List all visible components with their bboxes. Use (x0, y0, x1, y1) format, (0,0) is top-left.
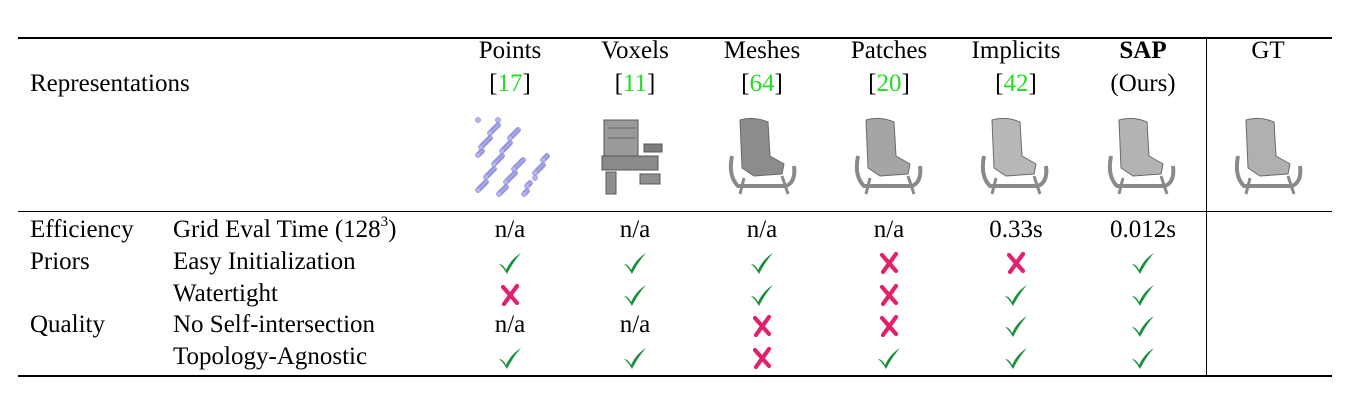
method-name-meshes: Meshes (723, 37, 801, 64)
criterion-label: Easy Initialization (173, 248, 356, 276)
check-icon (622, 282, 648, 308)
check-icon (749, 282, 775, 308)
chair-render-patches (850, 116, 930, 203)
cell-value: 0.012s (1110, 216, 1176, 243)
citation-close-bracket: ] (647, 70, 656, 97)
gt-header: GT (1251, 37, 1285, 64)
group-label: Efficiency (30, 216, 134, 243)
check-icon (622, 250, 648, 276)
check-icon (622, 345, 648, 371)
chair-render-sap (1103, 116, 1183, 203)
citation-open-bracket: [ (489, 70, 498, 97)
citation-ref[interactable]: 11 (622, 70, 648, 97)
check-icon (1130, 250, 1156, 276)
cell-value: n/a (619, 311, 651, 338)
citation-ref[interactable]: 17 (497, 70, 523, 97)
citation-open-bracket: [ (995, 70, 1004, 97)
cross-icon (1003, 250, 1029, 276)
cell-value: n/a (619, 216, 651, 243)
cross-icon (749, 345, 775, 371)
method-citation: [42] (995, 70, 1037, 98)
citation-close-bracket: ] (522, 70, 531, 97)
chair-render-meshes (724, 116, 804, 203)
check-icon (1130, 282, 1156, 308)
chair-render-implicits (976, 116, 1056, 203)
citation-open-bracket: [ (741, 70, 750, 97)
cross-icon (876, 250, 902, 276)
cell-value: 0.33s (989, 216, 1043, 243)
citation-close-bracket: ] (1028, 70, 1037, 97)
chair-render-voxels (596, 116, 676, 203)
mid-rule (18, 211, 1332, 213)
criterion-label: Grid Eval Time (1283) (173, 213, 397, 244)
cell-value: n/a (494, 311, 526, 338)
chair-render-points (472, 116, 552, 203)
check-icon (1003, 282, 1029, 308)
top-rule (18, 37, 1332, 39)
citation-ref[interactable]: 42 (1003, 70, 1029, 97)
method-name-sap: SAP (1119, 37, 1167, 64)
cross-icon (876, 282, 902, 308)
group-label: Quality (30, 311, 105, 338)
citation-open-bracket: [ (868, 70, 877, 97)
criterion-text: Topology-Agnostic (173, 343, 368, 370)
criterion-text: No Self-intersection (173, 311, 376, 338)
cell-value: n/a (746, 216, 778, 243)
gt-separator (1206, 38, 1208, 376)
check-icon (1130, 345, 1156, 371)
check-icon (876, 345, 902, 371)
row-label-representations: Representations (30, 70, 190, 97)
criterion-text-end: ) (388, 216, 397, 243)
method-name-voxels: Voxels (601, 37, 669, 64)
criterion-label: Watertight (173, 280, 278, 308)
method-subtitle: (Ours) (1110, 70, 1176, 97)
bottom-rule (18, 375, 1332, 377)
method-citation: [64] (741, 70, 783, 98)
check-icon (1130, 313, 1156, 339)
criterion-superscript: 3 (380, 213, 389, 230)
method-citation: [11] (615, 70, 656, 98)
check-icon (749, 250, 775, 276)
citation-ref[interactable]: 64 (749, 70, 775, 97)
method-name-patches: Patches (850, 37, 928, 64)
check-icon (497, 345, 523, 371)
check-icon (1003, 345, 1029, 371)
method-name-points: Points (478, 37, 542, 64)
cross-icon (876, 313, 902, 339)
citation-open-bracket: [ (614, 70, 623, 97)
cell-value: n/a (494, 216, 526, 243)
method-citation: [20] (868, 70, 910, 98)
criterion-text: Watertight (173, 280, 278, 307)
criterion-text: Easy Initialization (173, 248, 356, 275)
citation-close-bracket: ] (774, 70, 783, 97)
citation-close-bracket: ] (901, 70, 910, 97)
cross-icon (497, 282, 523, 308)
citation-ref[interactable]: 20 (876, 70, 902, 97)
cross-icon (749, 313, 775, 339)
cell-value: n/a (873, 216, 905, 243)
check-icon (497, 250, 523, 276)
criterion-text: Grid Eval Time (128 (173, 216, 381, 243)
method-citation: [17] (489, 70, 531, 98)
method-name-implicits: Implicits (971, 37, 1061, 64)
criterion-label: Topology-Agnostic (173, 343, 367, 371)
check-icon (1003, 313, 1029, 339)
criterion-label: No Self-intersection (173, 311, 375, 339)
chair-render-gt (1230, 116, 1310, 203)
group-label: Priors (30, 248, 90, 275)
